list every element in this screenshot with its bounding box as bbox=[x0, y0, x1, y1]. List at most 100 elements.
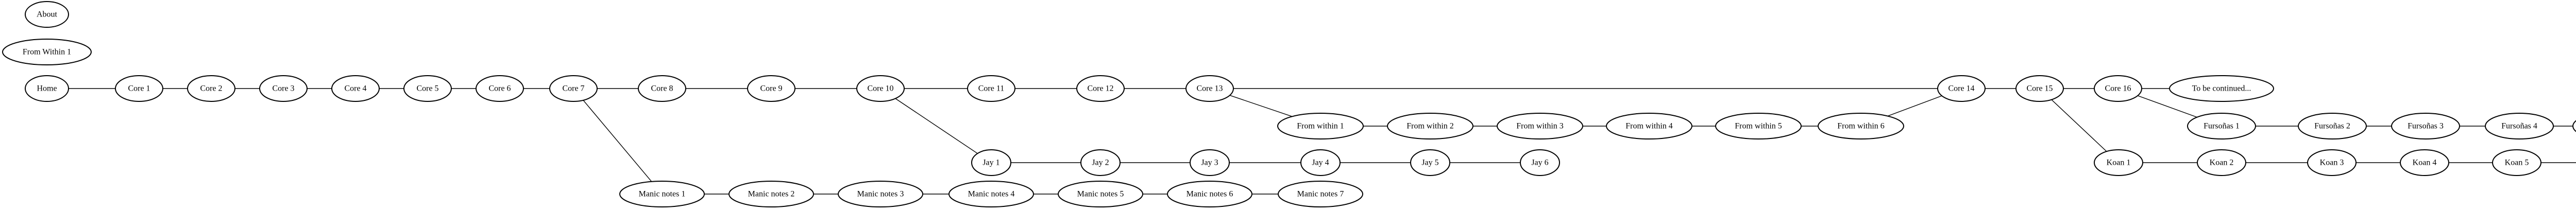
node-core10[interactable]: Core 10 bbox=[856, 75, 905, 102]
node-fw3[interactable]: From within 3 bbox=[1497, 113, 1583, 139]
node-core7[interactable]: Core 7 bbox=[549, 75, 598, 102]
node-ellipse bbox=[1278, 181, 1363, 207]
node-home[interactable]: Home bbox=[25, 75, 69, 102]
node-ellipse bbox=[2094, 75, 2142, 102]
node-label: Core 7 bbox=[562, 84, 584, 93]
node-koan3[interactable]: Koan 3 bbox=[2307, 149, 2357, 176]
node-manic3[interactable]: Manic notes 3 bbox=[838, 181, 923, 207]
node-label: Core 16 bbox=[2105, 84, 2131, 93]
node-core9[interactable]: Core 9 bbox=[747, 75, 795, 102]
node-label: From within 6 bbox=[1837, 122, 1885, 131]
node-tbc[interactable]: To be continued... bbox=[2169, 75, 2274, 102]
node-koan4[interactable]: Koan 4 bbox=[2400, 149, 2449, 176]
node-manic6[interactable]: Manic notes 6 bbox=[1167, 181, 1252, 207]
node-core6[interactable]: Core 6 bbox=[476, 75, 524, 102]
node-core4[interactable]: Core 4 bbox=[331, 75, 380, 102]
node-ellipse bbox=[2015, 75, 2064, 102]
node-manic1[interactable]: Manic notes 1 bbox=[619, 181, 705, 207]
node-koan2[interactable]: Koan 2 bbox=[2197, 149, 2246, 176]
node-manic2[interactable]: Manic notes 2 bbox=[728, 181, 814, 207]
node-label: Koan 5 bbox=[2505, 159, 2529, 167]
node-ellipse bbox=[331, 75, 380, 102]
node-core16[interactable]: Core 16 bbox=[2094, 75, 2142, 102]
node-ellipse bbox=[187, 75, 235, 102]
edge-core10-jay1 bbox=[880, 88, 992, 163]
node-label: Koan 1 bbox=[2107, 159, 2131, 167]
node-jay1[interactable]: Jay 1 bbox=[971, 149, 1011, 176]
node-core11[interactable]: Core 11 bbox=[967, 75, 1015, 102]
node-core14[interactable]: Core 14 bbox=[1937, 75, 1986, 102]
node-label: Manic notes 1 bbox=[639, 190, 686, 199]
node-fw2[interactable]: From within 2 bbox=[1387, 113, 1473, 139]
node-core5[interactable]: Core 5 bbox=[403, 75, 452, 102]
node-furso1[interactable]: Fursoñas 1 bbox=[2187, 113, 2256, 139]
node-core13[interactable]: Core 13 bbox=[1185, 75, 1234, 102]
node-ellipse bbox=[1410, 149, 1450, 176]
edge-layer bbox=[47, 88, 2576, 195]
node-label: Core 11 bbox=[978, 84, 1005, 93]
node-label: Manic notes 2 bbox=[748, 190, 795, 199]
node-core12[interactable]: Core 12 bbox=[1076, 75, 1125, 102]
node-label: From within 2 bbox=[1406, 122, 1454, 131]
node-furso4[interactable]: Fursoñas 4 bbox=[2485, 113, 2554, 139]
node-label: From within 5 bbox=[1735, 122, 1782, 131]
node-ellipse bbox=[838, 181, 923, 207]
node-label: From Within 1 bbox=[23, 48, 71, 57]
node-label: Core 14 bbox=[1948, 84, 1974, 93]
node-ellipse bbox=[259, 75, 308, 102]
node-core15[interactable]: Core 15 bbox=[2015, 75, 2064, 102]
node-ellipse bbox=[25, 75, 69, 102]
node-ellipse bbox=[1277, 113, 1364, 139]
node-label: Jay 6 bbox=[1531, 159, 1548, 167]
node-koan1[interactable]: Koan 1 bbox=[2094, 149, 2143, 176]
node-furso3[interactable]: Fursoñas 3 bbox=[2391, 113, 2460, 139]
node-label: Koan 2 bbox=[2210, 159, 2234, 167]
node-ellipse bbox=[549, 75, 598, 102]
node-manic5[interactable]: Manic notes 5 bbox=[1058, 181, 1143, 207]
node-ellipse bbox=[747, 75, 795, 102]
node-ellipse bbox=[2492, 149, 2541, 176]
node-ellipse bbox=[728, 181, 814, 207]
node-label: Core 4 bbox=[344, 84, 366, 93]
node-core1[interactable]: Core 1 bbox=[115, 75, 163, 102]
node-label: Manic notes 6 bbox=[1187, 190, 1233, 199]
node-fw6[interactable]: From within 6 bbox=[1818, 113, 1904, 139]
node-furso2[interactable]: Fursoñas 2 bbox=[2298, 113, 2367, 139]
node-ellipse bbox=[2400, 149, 2449, 176]
node-fw5[interactable]: From within 5 bbox=[1715, 113, 1802, 139]
node-ellipse bbox=[1520, 149, 1560, 176]
node-ellipse bbox=[2169, 75, 2274, 102]
node-fw1[interactable]: From within 1 bbox=[1277, 113, 1364, 139]
node-label: Jay 1 bbox=[982, 159, 999, 167]
node-label: Core 3 bbox=[272, 84, 294, 93]
node-manic4[interactable]: Manic notes 4 bbox=[948, 181, 1034, 207]
node-ellipse bbox=[948, 181, 1034, 207]
node-core8[interactable]: Core 8 bbox=[638, 75, 686, 102]
node-fwcap1[interactable]: From Within 1 bbox=[2, 39, 92, 65]
node-jay6[interactable]: Jay 6 bbox=[1520, 149, 1560, 176]
node-ellipse bbox=[619, 181, 705, 207]
node-koan5[interactable]: Koan 5 bbox=[2492, 149, 2541, 176]
node-label: Koan 3 bbox=[2320, 159, 2344, 167]
node-ellipse bbox=[1185, 75, 1234, 102]
node-jay5[interactable]: Jay 5 bbox=[1410, 149, 1450, 176]
node-core2[interactable]: Core 2 bbox=[187, 75, 235, 102]
node-label: Fursoñas 2 bbox=[2314, 122, 2350, 131]
node-label: Core 5 bbox=[416, 84, 438, 93]
node-jay4[interactable]: Jay 4 bbox=[1300, 149, 1341, 176]
node-fw4[interactable]: From within 4 bbox=[1606, 113, 1692, 139]
node-core3[interactable]: Core 3 bbox=[259, 75, 308, 102]
node-label: Core 6 bbox=[488, 84, 511, 93]
node-manic7[interactable]: Manic notes 7 bbox=[1278, 181, 1363, 207]
node-ellipse bbox=[1818, 113, 1904, 139]
node-furso5[interactable]: Fursoñas 5 bbox=[2572, 113, 2576, 139]
node-ellipse bbox=[115, 75, 163, 102]
node-jay3[interactable]: Jay 3 bbox=[1190, 149, 1230, 176]
node-jay2[interactable]: Jay 2 bbox=[1080, 149, 1121, 176]
node-about[interactable]: About bbox=[25, 1, 69, 28]
node-label: Core 10 bbox=[867, 84, 893, 93]
node-ellipse bbox=[1606, 113, 1692, 139]
node-label: Core 15 bbox=[2026, 84, 2053, 93]
node-ellipse bbox=[1497, 113, 1583, 139]
